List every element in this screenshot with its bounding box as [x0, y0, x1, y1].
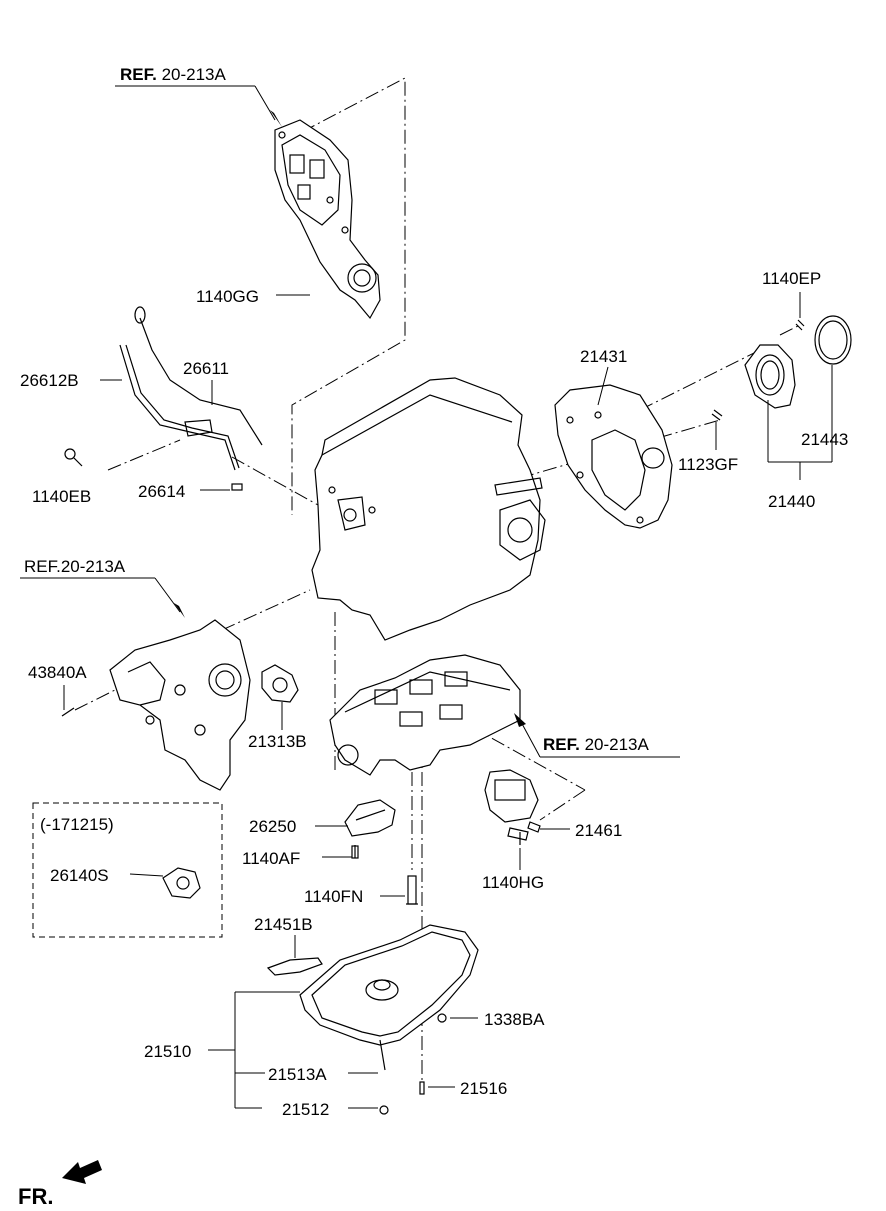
timing-cover-upper — [274, 119, 381, 320]
oil-level-sensor — [484, 769, 541, 845]
label-21510: 21510 — [144, 1042, 191, 1061]
label-variant: (-171215) — [40, 815, 114, 834]
front-cover — [61, 619, 299, 791]
front-direction-label: FR. — [18, 1184, 53, 1209]
oil-pan — [266, 924, 479, 1115]
label-26614: 26614 — [138, 482, 185, 501]
label-1123gf: 1123GF — [678, 455, 738, 474]
leader-lines — [20, 85, 833, 1109]
bolt-1140fn — [406, 875, 418, 905]
ref-label-top: REF. 20-213A — [120, 65, 227, 84]
label-1140eb: 1140EB — [32, 487, 91, 506]
label-1338ba: 1338BA — [484, 1010, 545, 1029]
label-1140hg: 1140HG — [482, 873, 544, 892]
label-21443: 21443 — [801, 430, 848, 449]
label-26140s: 26140S — [50, 866, 109, 885]
dipstick-assembly — [64, 306, 263, 491]
label-1140af: 1140AF — [242, 849, 300, 868]
front-direction-arrow-icon — [62, 1160, 102, 1184]
ref-label-right: REF. 20-213A — [543, 735, 650, 754]
engine-block — [311, 377, 546, 641]
label-21461: 21461 — [575, 821, 622, 840]
label-21440: 21440 — [768, 492, 815, 511]
label-21512: 21512 — [282, 1100, 329, 1119]
label-1140gg: 1140GG — [196, 287, 259, 306]
label-1140ep: 1140EP — [762, 269, 821, 288]
label-21516: 21516 — [460, 1079, 507, 1098]
rear-seal-assembly — [711, 315, 852, 421]
label-43840a: 43840A — [28, 663, 87, 682]
label-21451b: 21451B — [254, 915, 313, 934]
label-21431: 21431 — [580, 347, 627, 366]
label-26611: 26611 — [183, 359, 229, 378]
ref-label-left: REF.20-213A — [24, 557, 126, 576]
label-26250: 26250 — [249, 817, 296, 836]
rear-plate — [554, 384, 673, 529]
label-21513a: 21513A — [268, 1065, 327, 1084]
label-1140fn: 1140FN — [304, 887, 363, 906]
variant-box — [32, 802, 223, 938]
ladder-frame — [329, 654, 521, 776]
part-26140s-sensor — [162, 867, 201, 899]
label-21313b: 21313B — [248, 732, 307, 751]
label-26612b: 26612B — [20, 371, 79, 390]
oil-strainer — [344, 799, 396, 859]
